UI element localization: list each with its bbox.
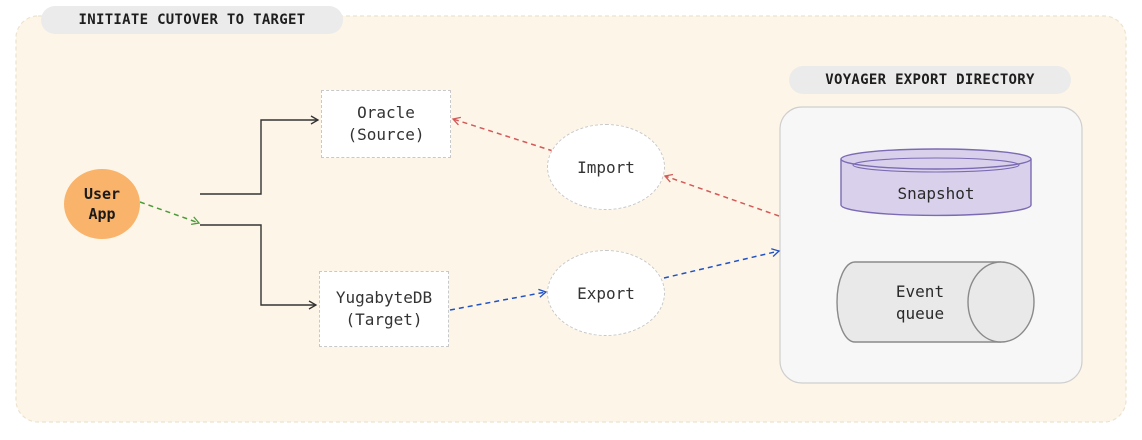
event-queue-label-line2: queue [895, 304, 945, 323]
event-queue-label: Event queue [870, 281, 970, 325]
target-label-line1: YugabyteDB [335, 288, 433, 307]
export-to-directory-arrow [663, 248, 781, 279]
yugabyte-target-node: YugabyteDB (Target) [319, 271, 449, 347]
event-queue-cylinder [836, 261, 1035, 343]
oracle-source-node: Oracle (Source) [321, 90, 451, 158]
export-directory-title: VOYAGER EXPORT DIRECTORY [789, 66, 1071, 94]
source-label-line2: (Source) [347, 125, 425, 144]
event-queue-label-line1: Event [895, 282, 945, 301]
directory-to-import-arrow [663, 173, 780, 217]
user-app-arrow [139, 201, 201, 226]
user-to-source-connector [200, 115, 320, 195]
source-label-line1: Oracle [357, 103, 415, 122]
import-label: Import [577, 157, 635, 177]
export-process-node: Export [547, 250, 665, 336]
target-label-line2: (Target) [345, 310, 423, 329]
target-to-export-arrow [449, 288, 548, 311]
user-app-label-line2: App [88, 205, 116, 223]
import-process-node: Import [547, 124, 665, 210]
user-app-node: User App [64, 169, 140, 239]
cutover-title: INITIATE CUTOVER TO TARGET [41, 6, 343, 34]
export-label: Export [577, 283, 635, 303]
snapshot-cylinder [840, 148, 1032, 217]
user-app-label-line1: User [83, 185, 121, 203]
snapshot-label: Snapshot [897, 184, 975, 203]
user-to-target-connector [200, 224, 318, 310]
